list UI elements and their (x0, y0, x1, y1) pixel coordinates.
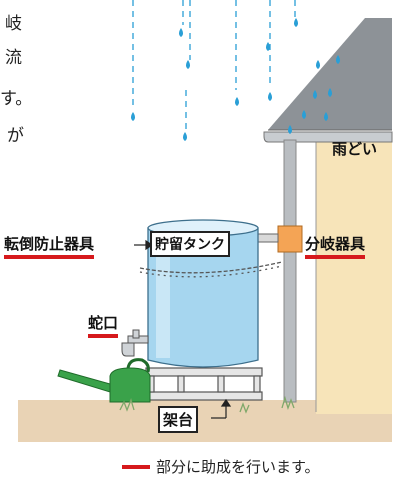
faucet-icon (121, 329, 149, 357)
roof (268, 18, 392, 130)
text-line-4: が (7, 126, 24, 146)
label-pointers (134, 239, 232, 419)
faucet-label: 蛇口 (88, 312, 119, 338)
legend: 部分に助成を行います。 (122, 456, 320, 477)
diverter-label: 分岐器具 (305, 233, 366, 259)
tank-stand (145, 367, 263, 401)
grass (119, 395, 295, 414)
storage-tank (147, 219, 259, 368)
gutter-label: 雨どい (332, 140, 378, 158)
diverter-box (277, 225, 303, 253)
rain-drop-icon (131, 0, 340, 141)
chain-icon (139, 261, 283, 278)
stand-label: 架台 (158, 406, 199, 433)
storage-tank-label: 貯留タンク (150, 231, 230, 257)
text-line-2: 流 (5, 48, 22, 68)
downspout (283, 139, 297, 403)
house-wall (316, 132, 392, 414)
legend-text: 部分に助成を行います。 (156, 458, 320, 476)
tipping-prevention-label: 転倒防止器具 (4, 233, 95, 259)
text-line-1: 岐 (5, 14, 22, 34)
text-line-3: す。 (0, 89, 33, 109)
watering-can-icon (57, 358, 151, 403)
legend-swatch (122, 464, 150, 469)
